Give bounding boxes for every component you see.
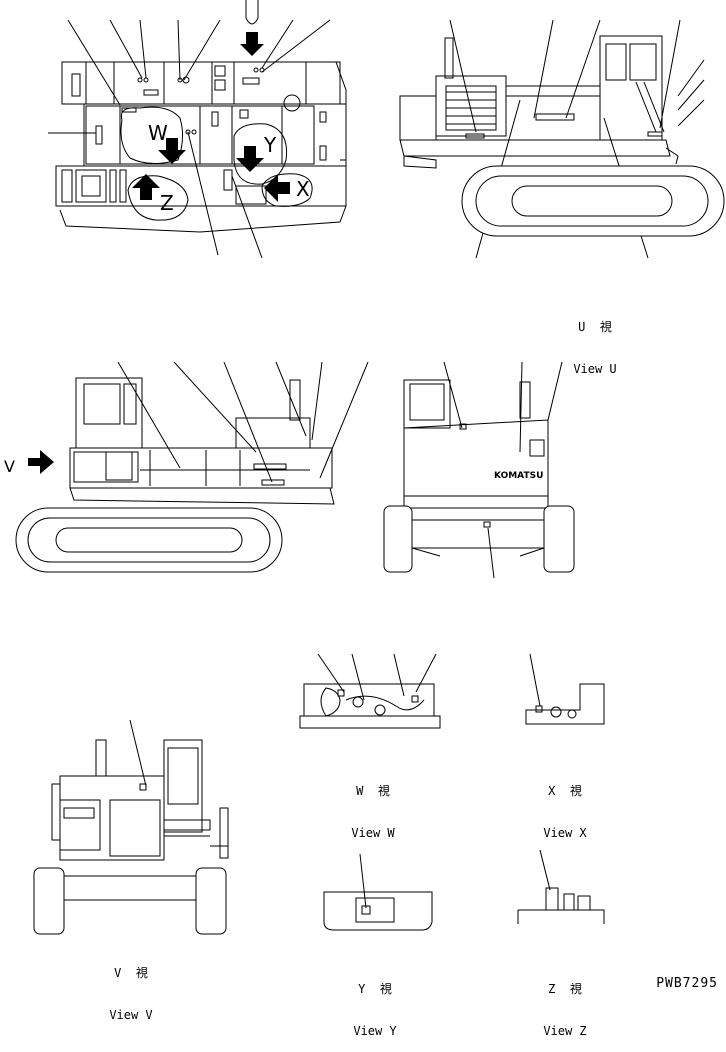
arrow-up-icon <box>132 174 160 200</box>
side-view-u <box>399 19 725 259</box>
view-y <box>323 853 433 931</box>
parts-diagram: W Y Z X <box>4 0 725 1038</box>
caption-view-u-en: View U <box>573 362 617 376</box>
drawing-code: PWB7295 <box>656 976 718 991</box>
view-x <box>525 653 605 725</box>
view-z <box>517 849 605 924</box>
marker-x: X <box>296 177 310 201</box>
caption-view-v-jp: V 視 <box>114 966 148 980</box>
top-view: W Y Z X <box>48 0 347 259</box>
caption-view-u-jp: U 視 <box>578 320 612 334</box>
diagram-svg: W Y Z X <box>4 0 725 935</box>
caption-view-v: V 視 View V <box>96 938 166 1036</box>
caption-view-u: U 視 View U <box>560 292 630 390</box>
marker-v: V <box>4 457 15 476</box>
side-view-v: V <box>4 361 369 573</box>
rear-view: KOMATSU <box>383 361 575 579</box>
front-view-v <box>33 719 229 935</box>
arrow-down-icon <box>158 138 186 164</box>
arrow-left-icon <box>264 174 290 202</box>
caption-view-x-en: View X <box>543 826 587 840</box>
marker-y: Y <box>263 133 277 157</box>
caption-view-v-en: View V <box>109 1008 153 1022</box>
arrow-right-icon <box>28 450 54 474</box>
caption-view-w-jp: W 視 <box>356 784 390 798</box>
caption-view-z-jp: Z 視 <box>548 982 582 996</box>
caption-view-x: X 視 View X <box>530 756 600 854</box>
caption-view-z: Z 視 View Z <box>530 954 600 1052</box>
marker-w: W <box>148 121 168 145</box>
view-w <box>299 653 441 729</box>
brand-logo: KOMATSU <box>494 471 543 481</box>
arrow-down-icon <box>240 32 264 56</box>
marker-z: Z <box>160 191 174 215</box>
arrow-down-icon <box>236 146 264 172</box>
caption-view-w-en: View W <box>351 826 395 840</box>
caption-view-y-en: View Y <box>353 1024 397 1038</box>
caption-view-y: Y 視 View Y <box>340 954 410 1052</box>
caption-view-y-jp: Y 視 <box>358 982 392 996</box>
caption-view-z-en: View Z <box>543 1024 587 1038</box>
caption-view-w: W 視 View W <box>338 756 408 854</box>
caption-view-x-jp: X 視 <box>548 784 582 798</box>
